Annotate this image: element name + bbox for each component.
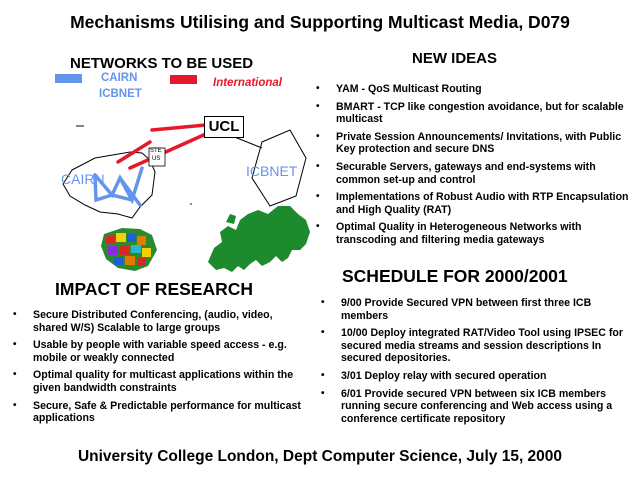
legend-label-cairn: CAIRN <box>101 72 138 84</box>
gateway-label-bottom: US <box>152 156 161 162</box>
legend-label-international: International <box>213 77 283 89</box>
ucl-node: UCL <box>204 116 244 138</box>
cairn-links <box>93 166 144 207</box>
international-links <box>116 123 210 170</box>
europe-map <box>208 206 310 272</box>
us-states-map <box>101 228 157 271</box>
list-item: Optimal quality for multicast applicatio… <box>10 369 310 394</box>
list-item: 9/00 Provide Secured VPN between first t… <box>318 297 636 322</box>
list-item: 6/01 Provide secured VPN between six ICB… <box>318 388 636 426</box>
list-item: Usable by people with variable speed acc… <box>10 339 310 364</box>
list-item: BMART - TCP like congestion avoidance, b… <box>313 101 635 126</box>
ucl-icbnet-link <box>231 135 263 149</box>
legend-swatch-international <box>170 75 197 84</box>
uk-map <box>226 214 236 224</box>
list-item: Secure, Safe & Predictable performance f… <box>10 400 310 425</box>
gateway-label-top: STE <box>150 148 162 154</box>
impact-list: Secure Distributed Conferencing, (audio,… <box>10 309 310 430</box>
icbnet-hexagon <box>251 129 307 207</box>
icbnet-map-label: ICBNET <box>246 163 298 179</box>
list-item: YAM - QoS Multicast Routing <box>313 83 635 96</box>
legend-label-icbnet: ICBNET <box>99 88 142 100</box>
impact-heading: IMPACT OF RESEARCH <box>55 279 254 299</box>
list-item: Securable Servers, gateways and end-syst… <box>313 161 635 186</box>
legend-swatch-cairn <box>55 74 82 83</box>
stray-dot <box>190 203 192 205</box>
networks-heading: NETWORKS TO BE USED <box>70 55 254 72</box>
list-item: Optimal Quality in Heterogeneous Network… <box>313 221 635 246</box>
list-item: 10/00 Deploy integrated RAT/Video Tool u… <box>318 327 636 365</box>
schedule-heading: SCHEDULE FOR 2000/2001 <box>342 266 568 286</box>
new-ideas-heading: NEW IDEAS <box>412 50 498 67</box>
list-item: Private Session Announcements/ Invitatio… <box>313 131 635 156</box>
list-item: Implementations of Robust Audio with RTP… <box>313 191 635 216</box>
gateway-box <box>148 147 166 167</box>
ucl-label: UCL <box>208 118 240 135</box>
footer-text: University College London, Dept Computer… <box>77 448 563 465</box>
schedule-list: 9/00 Provide Secured VPN between first t… <box>318 297 636 430</box>
new-ideas-list: YAM - QoS Multicast Routing BMART - TCP … <box>313 83 635 252</box>
cairn-map-label: CAIRN <box>61 171 105 187</box>
list-item: 3/01 Deploy relay with secured operation <box>318 370 636 383</box>
page-title: Mechanisms Utilising and Supporting Mult… <box>70 12 570 32</box>
list-item: Secure Distributed Conferencing, (audio,… <box>10 309 310 334</box>
